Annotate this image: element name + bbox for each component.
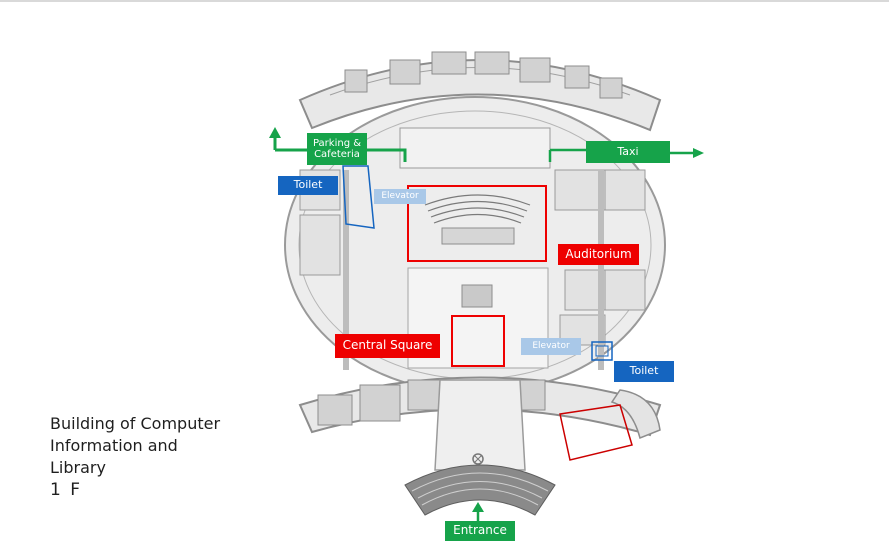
taxi-label: Taxi <box>586 141 670 163</box>
caption-line-1: Building of Computer <box>50 414 221 433</box>
entrance-label: Entrance <box>445 521 515 541</box>
elevator-bottom-label: Elevator <box>521 338 581 355</box>
auditorium-outline <box>407 185 547 262</box>
south-room-outline <box>559 404 633 461</box>
entrance-steps <box>404 464 556 516</box>
parking-cafeteria-label: Parking & Cafeteria <box>307 133 367 165</box>
building-caption: Building of Computer Information and Lib… <box>50 413 280 501</box>
elevator-top-label: Elevator <box>374 189 426 204</box>
toilet-left-outline <box>342 165 375 229</box>
central-square-label: Central Square <box>335 334 440 358</box>
top-border-line <box>0 0 889 2</box>
caption-line-3: Library <box>50 458 106 477</box>
toilet-right-label: Toilet <box>614 361 674 382</box>
auditorium-seating <box>424 194 531 224</box>
central-square-outline <box>451 315 505 367</box>
toilet-right-outline <box>591 341 613 361</box>
entrance-lobby <box>434 379 526 471</box>
toilet-left-label: Toilet <box>278 176 338 195</box>
auditorium-label: Auditorium <box>558 244 639 265</box>
caption-line-2: Information and <box>50 436 178 455</box>
taxi-direction-arrow <box>548 148 695 162</box>
floor-number: 1 F <box>50 480 82 500</box>
north-corridor <box>399 127 551 169</box>
